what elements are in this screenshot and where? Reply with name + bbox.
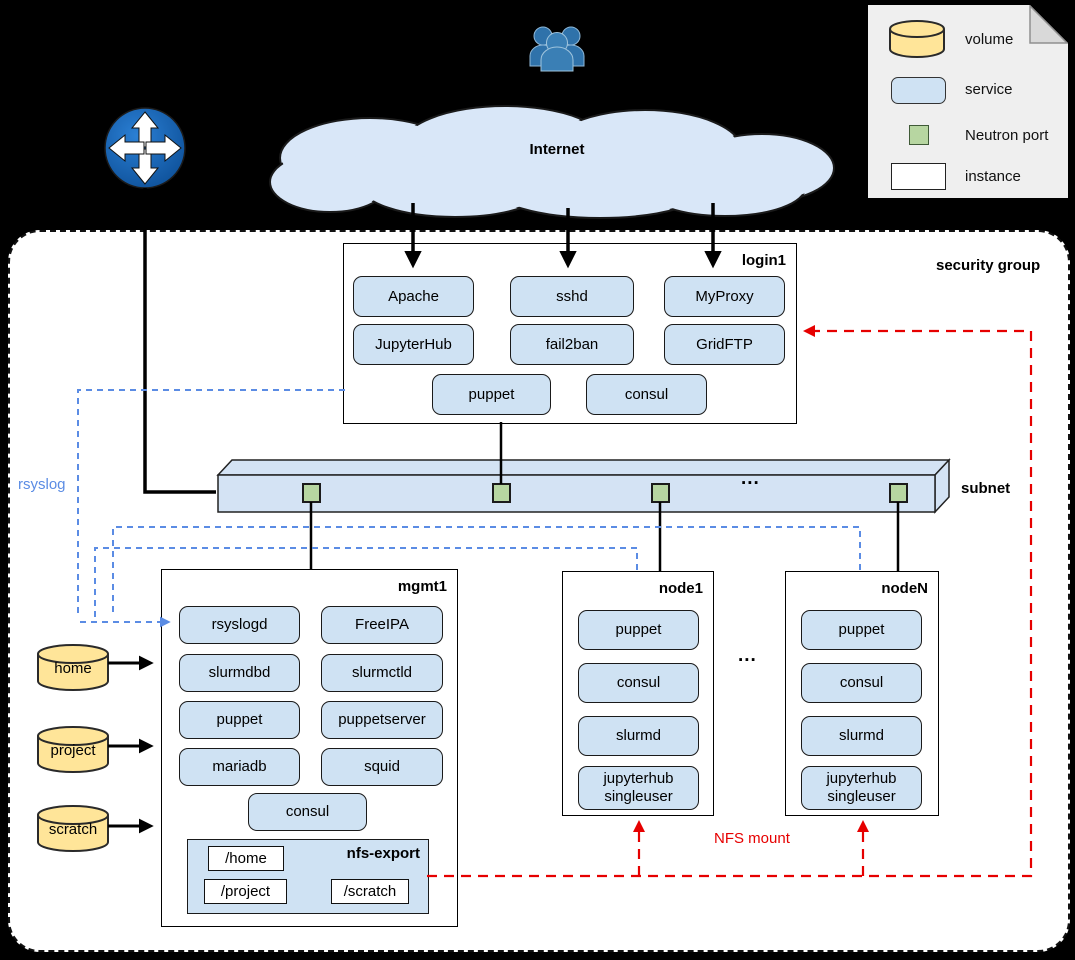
nfs-export-title: nfs-export (346, 845, 420, 862)
users-icon (529, 26, 585, 72)
service-login-puppet: puppet (432, 374, 551, 415)
instance-node1-title: node1 (658, 580, 703, 597)
service-apache: Apache (353, 276, 474, 317)
node1-consul: consul (578, 663, 699, 703)
instance-swatch-icon (891, 163, 946, 190)
service-mgmt-consul: consul (248, 793, 367, 831)
service-slurmctld: slurmctld (321, 654, 443, 692)
legend-label-instance: instance (965, 168, 1021, 185)
nodes-ellipsis: ... (738, 645, 757, 666)
service-rsyslogd: rsyslogd (179, 606, 300, 644)
legend-label-volume: volume (965, 31, 1014, 48)
router-icon (104, 107, 186, 189)
subnet-ellipsis: ... (741, 468, 760, 489)
volume-scratch-label: scratch (48, 821, 98, 838)
neutron-port-3 (651, 483, 670, 503)
nodeN-jupyterhub-singleuser: jupyterhub singleuser (801, 766, 922, 810)
service-login-consul: consul (586, 374, 707, 415)
legend-label-service: service (965, 81, 1013, 98)
service-fail2ban: fail2ban (510, 324, 634, 365)
legend-fold-corner (1029, 5, 1068, 44)
legend: volume service Neutron port instance (868, 5, 1068, 198)
service-puppetserver: puppetserver (321, 701, 443, 739)
neutron-port-1 (302, 483, 321, 503)
volume-home-label: home (54, 660, 92, 677)
service-jupyterhub: JupyterHub (353, 324, 474, 365)
instance-nodeN-title: nodeN (881, 580, 928, 597)
instance-mgmt1-title: mgmt1 (397, 578, 447, 595)
nfs-path-project: /project (204, 879, 287, 904)
service-squid: squid (321, 748, 443, 786)
volume-project-label: project (50, 742, 96, 759)
service-slurmdbd: slurmdbd (179, 654, 300, 692)
node1-slurmd: slurmd (578, 716, 699, 756)
node1-jupyterhub-singleuser: jupyterhub singleuser (578, 766, 699, 810)
nfs-path-home: /home (208, 846, 284, 871)
node1-puppet: puppet (578, 610, 699, 650)
service-mgmt-puppet: puppet (179, 701, 300, 739)
nfs-mount-label: NFS mount (714, 830, 790, 847)
nodeN-puppet: puppet (801, 610, 922, 650)
internet-cloud-icon (269, 105, 835, 219)
service-myproxy: MyProxy (664, 276, 785, 317)
subnet-label: subnet (961, 480, 1011, 497)
nodeN-slurmd: slurmd (801, 716, 922, 756)
service-mariadb: mariadb (179, 748, 300, 786)
service-gridftp: GridFTP (664, 324, 785, 365)
nfs-path-scratch: /scratch (331, 879, 409, 904)
service-freeipa: FreeIPA (321, 606, 443, 644)
service-sshd: sshd (510, 276, 634, 317)
neutron-port-swatch-icon (909, 125, 929, 145)
rsyslog-label: rsyslog (18, 476, 66, 493)
instance-login1-title: login1 (741, 252, 786, 269)
legend-label-neutron-port: Neutron port (965, 127, 1049, 144)
neutron-port-4 (889, 483, 908, 503)
security-group-label: security group (936, 257, 1041, 274)
service-swatch-icon (891, 77, 946, 104)
neutron-port-2 (492, 483, 511, 503)
internet-label: Internet (529, 141, 585, 158)
volume-cylinder-icon (889, 20, 945, 58)
nodeN-consul: consul (801, 663, 922, 703)
